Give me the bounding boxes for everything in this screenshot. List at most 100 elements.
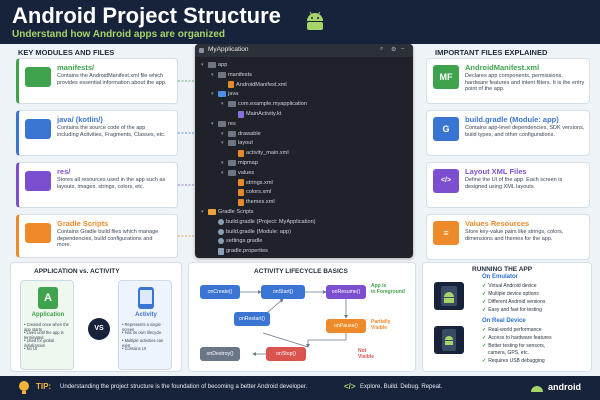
tree-row[interactable]: build.gradle (Module: app) [211, 227, 291, 237]
tree-row-label: Gradle Scripts [218, 209, 254, 215]
right-section-title: IMPORTANT FILES EXPLAINED [435, 48, 548, 57]
compare-title: APPLICATION vs. ACTIVITY [34, 268, 120, 275]
tree-row[interactable]: ▾manifests [211, 70, 252, 80]
tree-row[interactable]: gradle.properties [211, 246, 268, 256]
tree-row-label: colors.xml [246, 189, 272, 196]
footer-bar [0, 376, 600, 400]
chevron-icon[interactable]: ▾ [201, 209, 204, 215]
folder-icon [228, 101, 236, 108]
chevron-icon[interactable]: ▾ [211, 71, 214, 78]
emulator-item: ✓Multiple device options [482, 291, 539, 297]
search-icon[interactable]: ⌕ [380, 46, 384, 52]
tree-row-label: drawable [238, 130, 261, 137]
folder-icon [228, 160, 236, 166]
application-point: • Used for global initialization [24, 338, 55, 348]
tree-row[interactable]: ▾res [211, 119, 236, 129]
tree-row[interactable]: ▾com.example.myapplication [221, 99, 307, 109]
document-icon: ≡ [433, 221, 459, 245]
tree-row[interactable]: settings.gradle [211, 236, 262, 246]
card-description: Contains the source code of the app incl… [57, 125, 166, 138]
application-point: • Created once when the app starts [24, 322, 69, 332]
card-title: AndroidManifest.xml [465, 63, 540, 72]
activity-point: • Has its own lifecycle [122, 330, 162, 335]
tree-row-label: app [218, 62, 228, 68]
tree-row[interactable]: ▾layout [221, 138, 253, 148]
tree-row[interactable]: MainActivity.kt [231, 109, 281, 119]
card-gradle: Gradle Scripts Contains Gradle build fil… [16, 214, 178, 258]
folder-icon [218, 71, 226, 78]
xml-file-icon [238, 179, 244, 187]
activity-box: Activity • Represents a single screen • … [118, 280, 172, 370]
tree-row-label: mipmap [238, 160, 258, 166]
activity-point: • Multiple activities can exist [122, 338, 164, 348]
chevron-icon[interactable]: ▾ [211, 91, 214, 98]
lifecycle-onrestart: onRestart() [234, 312, 270, 326]
tree-row[interactable]: ▾ mipmap [221, 158, 258, 168]
card-title: Gradle Scripts [57, 219, 109, 228]
card-androidmanifest: MF AndroidManifest.xml Declares app comp… [426, 58, 590, 104]
tree-row[interactable]: build.gradle (Project: MyApplication) [211, 217, 316, 227]
xml-file-icon [238, 149, 244, 157]
chevron-icon[interactable]: ▾ [221, 169, 224, 176]
real-device-icon [434, 326, 464, 354]
lifecycle-title: ACTIVITY LIFECYCLE BASICS [254, 268, 348, 275]
tree-row[interactable]: colors.xml [231, 187, 271, 197]
minimize-icon[interactable]: – [401, 46, 405, 52]
card-description: Declares app components, permissions, ha… [465, 73, 585, 93]
lightbulb-icon [19, 381, 29, 394]
lifecycle-onpause: onPause() [326, 319, 366, 333]
emulator-icon [434, 282, 464, 310]
activity-point: • Contains UI [122, 346, 146, 351]
project-icon [199, 48, 204, 53]
tree-row-label: strings.xml [246, 179, 273, 186]
chevron-icon[interactable]: ▾ [221, 101, 224, 108]
tree-row[interactable]: ▾values [221, 168, 254, 178]
tree-row[interactable]: ▾ drawable [221, 129, 261, 139]
folder-icon [25, 171, 51, 191]
tree-row[interactable]: ▾ Gradle Scripts [201, 207, 253, 217]
chevron-icon[interactable]: ▾ [201, 62, 204, 68]
card-description: Define the UI of the app. Each screen is… [465, 177, 563, 190]
xml-file-icon [238, 198, 244, 206]
card-java: java/ (kotlin/) Contains the source code… [16, 110, 178, 156]
window-title: MyApplication [208, 46, 249, 53]
gear-icon[interactable]: ⚙ [391, 47, 397, 53]
application-label: Application [31, 312, 65, 318]
card-title: build.gradle (Module: app) [465, 115, 559, 124]
tree-row-label: activity_main.xml [246, 150, 289, 157]
vs-badge: VS [88, 318, 110, 340]
tree-row[interactable]: themes.xml [231, 197, 275, 207]
tree-row-label: gradle.properties [226, 248, 268, 255]
page-title: Android Project Structure [12, 3, 281, 28]
chevron-icon[interactable]: ▾ [221, 130, 224, 137]
manifest-icon: MF [433, 65, 459, 89]
chevron-icon[interactable]: ▾ [221, 140, 224, 147]
tree-row[interactable]: activity_main.xml [231, 148, 289, 158]
chevron-icon[interactable]: ▾ [221, 160, 224, 166]
emulator-item: ✓Different Android versions [482, 299, 546, 305]
application-point: • No UI [24, 346, 38, 351]
folder-icon [208, 209, 216, 215]
footer-tagline: Explore. Build. Debug. Repeat. [360, 384, 443, 390]
chevron-icon[interactable]: ▾ [211, 120, 214, 127]
state-foreground: App is in Foreground [371, 283, 405, 295]
application-icon: A [38, 287, 58, 309]
left-section-title: KEY MODULES AND FILES [18, 48, 115, 57]
lifecycle-onresume: onResume() [326, 285, 366, 299]
tree-row[interactable]: strings.xml [231, 178, 273, 188]
tree-row[interactable]: ▾java [211, 89, 238, 99]
tree-row[interactable]: ▾ app [201, 60, 227, 70]
folder-icon [218, 91, 226, 98]
file-icon [218, 247, 224, 255]
lifecycle-onstop: onStop() [266, 347, 306, 361]
tree-row[interactable]: AndroidManifest.xml [221, 80, 287, 90]
phone-icon [138, 287, 154, 309]
tip-text: Understanding the project structure is t… [60, 384, 308, 390]
lifecycle-ondestroy: onDestroy() [200, 347, 240, 361]
code-icon: </> [433, 169, 459, 193]
kotlin-file-icon [238, 110, 244, 118]
card-res: res/ Stores all resources used in the ap… [16, 162, 178, 208]
card-description: Contains Gradle build files which manage… [57, 229, 159, 249]
emulator-title: On Emulator [482, 274, 519, 280]
code-icon: </> [344, 382, 356, 391]
